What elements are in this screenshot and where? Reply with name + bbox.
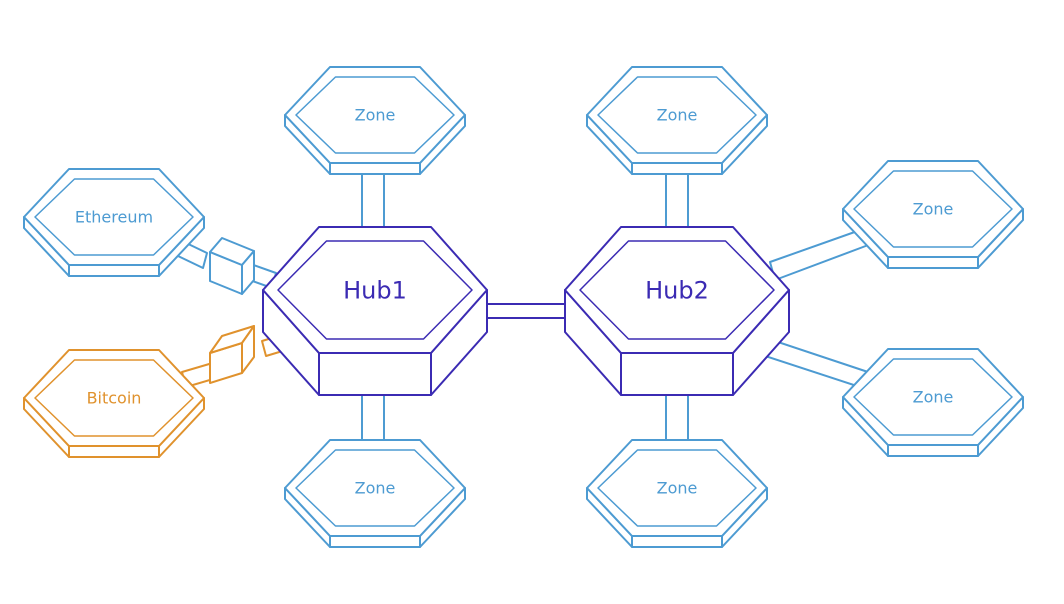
node-inner-outline xyxy=(853,170,1013,248)
zone-hub2-top[interactable]: Zone xyxy=(586,66,768,175)
node-top-face xyxy=(284,66,466,164)
bitcoin-peg-zone xyxy=(209,325,255,384)
node-side-face xyxy=(329,162,421,175)
node-top-face xyxy=(564,226,790,354)
hub-nodes: Hub1 Hub2 xyxy=(262,226,790,396)
node-label: Zone xyxy=(657,106,698,125)
node-top-face xyxy=(23,168,205,266)
zone-hub2-right-bottom[interactable]: Zone xyxy=(842,348,1024,457)
hub2[interactable]: Hub2 xyxy=(564,226,790,396)
node-side-face xyxy=(68,445,160,458)
link-hub1-zone-top xyxy=(361,169,385,229)
node-label: Zone xyxy=(913,388,954,407)
node-label: Zone xyxy=(913,200,954,219)
node-label: Zone xyxy=(355,479,396,498)
node-top-face xyxy=(262,226,488,354)
link-hub2-zone-top xyxy=(665,169,689,229)
hub1[interactable]: Hub1 xyxy=(262,226,488,396)
node-side-face xyxy=(631,535,723,548)
node-side-face xyxy=(887,256,979,269)
zone-bitcoin[interactable]: Bitcoin xyxy=(23,349,205,458)
node-inner-outline xyxy=(34,178,194,256)
link-hub2-zone-right-top xyxy=(769,227,872,281)
node-label: Hub2 xyxy=(645,276,709,304)
node-top-face xyxy=(284,439,466,537)
zone-ethereum[interactable]: Ethereum xyxy=(23,168,205,277)
node-top-face xyxy=(842,348,1024,446)
ethereum-peg-zone xyxy=(209,237,255,295)
zone-hub2-bottom[interactable]: Zone xyxy=(586,439,768,548)
node-top-face xyxy=(842,160,1024,258)
node-side-face xyxy=(631,162,723,175)
node-top-face xyxy=(586,439,768,537)
node-inner-outline xyxy=(597,449,757,527)
node-side-face xyxy=(887,444,979,457)
node-inner-outline xyxy=(295,449,455,527)
node-side-face xyxy=(329,535,421,548)
node-label: Hub1 xyxy=(343,276,407,304)
node-top-face xyxy=(586,66,768,164)
node-inner-outline xyxy=(295,76,455,154)
node-side-face xyxy=(620,352,734,396)
node-label: Zone xyxy=(657,479,698,498)
zone-hub1-bottom[interactable]: Zone xyxy=(284,439,466,548)
node-inner-outline xyxy=(34,359,194,437)
node-inner-outline xyxy=(277,240,473,340)
node-label: Bitcoin xyxy=(87,389,142,408)
node-top-face xyxy=(23,349,205,447)
zone-hub2-right-top[interactable]: Zone xyxy=(842,160,1024,269)
zone-hub1-top[interactable]: Zone xyxy=(284,66,466,175)
node-label: Zone xyxy=(355,106,396,125)
link-hub1-hub2 xyxy=(482,303,569,319)
node-side-face xyxy=(318,352,432,396)
node-inner-outline xyxy=(579,240,775,340)
node-label: Ethereum xyxy=(75,208,153,227)
node-inner-outline xyxy=(597,76,757,154)
node-side-face xyxy=(68,264,160,277)
node-inner-outline xyxy=(853,358,1013,436)
zone-nodes: Zone Zone Zone Zone Zone Zone Ethereum B… xyxy=(23,66,1024,548)
